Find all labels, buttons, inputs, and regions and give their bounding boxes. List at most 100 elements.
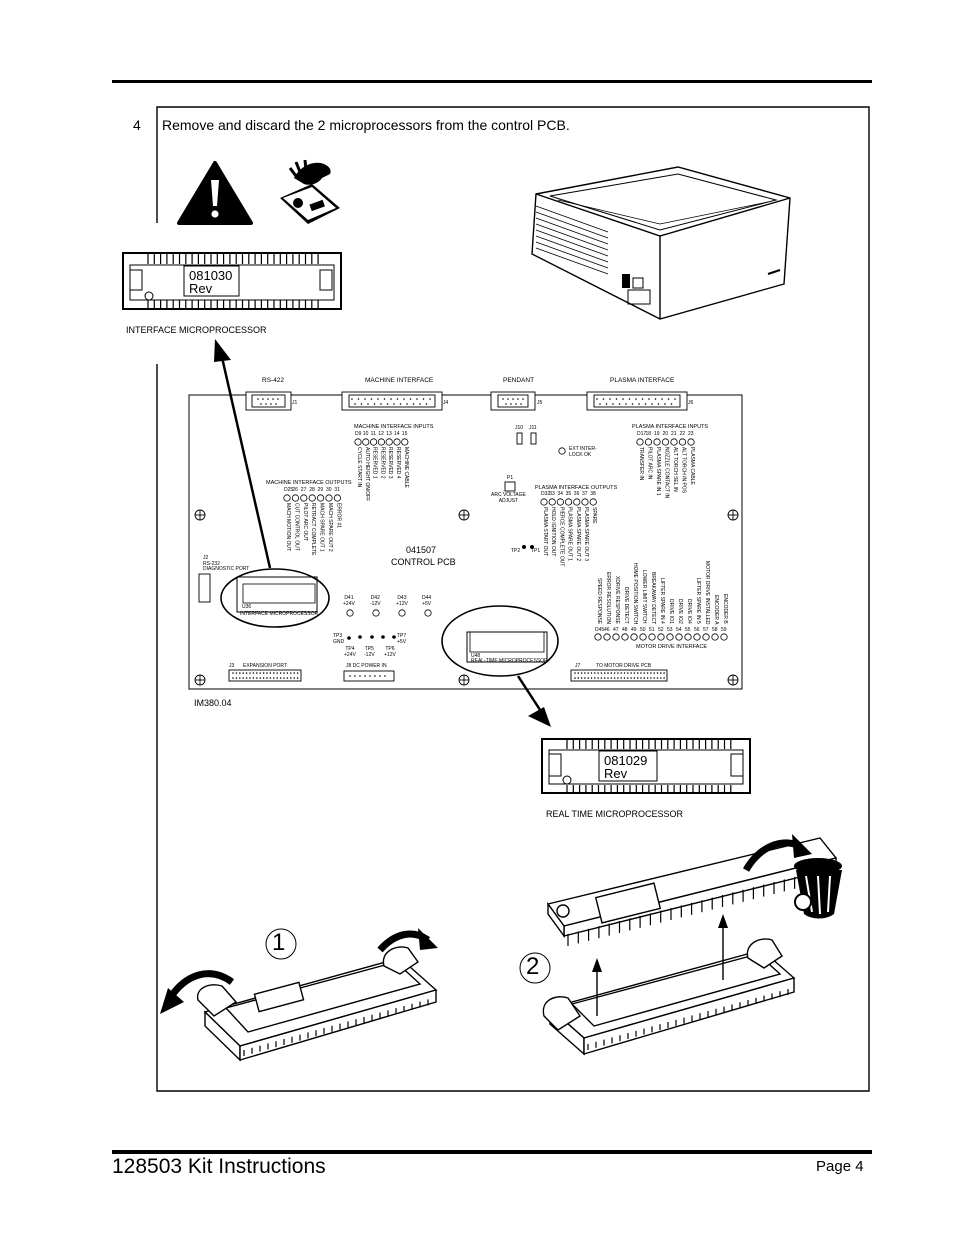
pi-input-led-label: ALT TORCH IN POS	[680, 447, 687, 494]
trash-can-icon	[794, 858, 842, 919]
motor-drive-led-number: 49	[631, 627, 637, 633]
socket-step-1	[196, 946, 438, 1062]
motor-drive-led-number: 58	[712, 627, 718, 633]
mi-input-led-label: CYCLE START IN	[356, 447, 362, 488]
mi-input-led-number: D9	[355, 431, 362, 437]
ext-interlock-led	[558, 447, 566, 455]
pi-output-led-number: 38	[590, 491, 596, 497]
mi-input-led-label: RESERVED 2	[379, 447, 386, 479]
mi-output-led-label: MACH SPARE OUT 2	[327, 503, 333, 552]
pi-input-led	[636, 438, 644, 446]
pi-output-led	[548, 498, 556, 506]
controller-enclosure	[531, 166, 791, 320]
pi-outputs-label: PLASMA INTERFACE OUTPUTS	[535, 485, 618, 491]
bottom-rule	[112, 1150, 872, 1154]
interface-chip-part: 081030	[189, 268, 233, 283]
motor-drive-led-label: ERROR RESOLUTION	[605, 572, 611, 624]
mi-output-led-number: 29	[317, 487, 324, 493]
d42-label: D42 -12V	[370, 595, 381, 607]
pi-input-led-number: D17	[637, 431, 647, 437]
mi-output-led-number: 26	[292, 487, 298, 493]
footer-title: 128503 Kit Instructions	[112, 1155, 326, 1178]
pi-output-led	[540, 498, 548, 506]
j7-label: J7	[575, 663, 581, 669]
d41-label: D41 +24V	[343, 595, 355, 607]
pi-input-led-number: 22	[679, 431, 686, 437]
mi-input-led-number: 15	[401, 431, 408, 437]
d43-label: D43 +12V	[396, 595, 408, 607]
interface-chip-caption: INTERFACE MICROPROCESSOR	[126, 325, 267, 335]
pi-input-led-number: 21	[671, 431, 677, 437]
power-led	[398, 609, 406, 617]
tp5-label: TP5 -12V	[364, 646, 375, 658]
mi-output-led-number: 27	[300, 487, 307, 493]
mi-input-led-label: MACHINE CABLE	[402, 447, 409, 488]
rs422-label: RS-422	[262, 377, 285, 384]
motor-drive-led	[702, 633, 710, 641]
motor-drive-pcb-label: TO MOTOR DRIVE PCB	[596, 663, 652, 669]
motor-drive-led	[612, 633, 620, 641]
pi-inputs-label: PLASMA INTERFACE INPUTS	[632, 424, 709, 430]
footer-page: Page 4	[816, 1158, 864, 1175]
pi-output-led-label: PLASMA SPARE OUT 2	[574, 507, 581, 562]
motor-drive-led	[711, 633, 719, 641]
machine-interface-label: MACHINE INTERFACE	[365, 377, 434, 384]
u48-name: REAL-TIME MICROPROCESSOR	[471, 658, 548, 664]
step-2-number: 2	[526, 953, 540, 980]
motor-drive-led	[720, 633, 728, 641]
mi-input-led-number: 14	[394, 431, 400, 437]
pi-output-led	[564, 498, 573, 506]
realtime-chip-caption: REAL TIME MICROPROCESSOR	[546, 809, 684, 819]
motor-drive-led-label: MOTOR DRIVE INSTALLED	[704, 560, 710, 624]
mi-input-led	[362, 438, 370, 446]
board-name: CONTROL PCB	[391, 557, 456, 567]
motor-drive-led	[675, 633, 683, 641]
pi-input-led	[678, 438, 687, 446]
j11-label: J11	[529, 425, 537, 431]
mi-output-led	[325, 494, 333, 502]
tp3-label: TP3 GND	[333, 633, 345, 645]
motor-drive-led-label: HOME POSITION SWITCH	[632, 562, 638, 624]
motor-drive-led-label: LIFTER SPARE IN 5	[695, 578, 701, 624]
motor-drive-led-label: DRIVE IO4	[686, 599, 692, 624]
interface-chip-illustration	[122, 252, 342, 310]
mi-input-led	[354, 438, 362, 446]
pi-input-led-number: 23	[688, 431, 694, 437]
pi-input-led-label: NOZZLE CONTACT IN	[663, 447, 670, 499]
tp2-label: TP2	[511, 548, 521, 554]
motor-drive-led-number: 59	[721, 627, 727, 633]
motor-drive-led-label: BREAKAWAY DETECT	[650, 571, 656, 624]
rs232-label: J2 RS-232 DIAGNOSTIC PORT	[203, 555, 250, 572]
realtime-chip-illustration	[541, 738, 751, 794]
motor-drive-led-number: 47	[613, 627, 619, 633]
mi-outputs-label: MACHINE INTERFACE OUTPUTS	[266, 480, 352, 486]
j4-label: J4	[443, 400, 449, 406]
mi-output-led-label: PILOT ARC OUT	[301, 503, 308, 541]
warning-icon	[177, 161, 253, 225]
pi-input-led	[644, 438, 653, 446]
mi-input-led	[377, 438, 385, 446]
motor-drive-led	[621, 633, 629, 641]
dc-power-label: J8 DC POWER IN	[346, 663, 387, 669]
pi-output-led-label: PLASMA SPARE OUT 1	[566, 507, 573, 562]
motor-drive-led-number: 46	[604, 627, 610, 633]
mi-output-led	[291, 494, 299, 502]
mi-inputs-label: MACHINE INTERFACE INPUTS	[354, 424, 434, 430]
pi-output-led	[573, 498, 581, 506]
motor-drive-led-label: LOWER LIMIT SWITCH	[641, 570, 647, 624]
motor-drive-interface-label: MOTOR DRIVE INTERFACE	[636, 644, 708, 650]
motor-drive-led-label: DRIVE IO2	[677, 599, 683, 624]
pi-output-led-label: PIERCE COMPLETE OUT	[558, 507, 565, 567]
mi-input-led	[393, 438, 401, 446]
mi-input-led	[401, 438, 409, 446]
motor-drive-led-label: XDRIVE RESPONSE	[614, 576, 620, 624]
mi-output-led-number: 28	[309, 487, 315, 493]
j10-label: J10	[515, 425, 524, 431]
mi-input-led-number: 12	[378, 431, 384, 437]
motor-drive-led-label: ENCODER A	[713, 594, 719, 624]
tp7-label: TP7 +5V	[397, 633, 407, 645]
motor-drive-led-number: 56	[694, 627, 700, 633]
mi-input-led-label: RESERVED 1	[371, 447, 378, 479]
mi-input-led-number: 11	[370, 431, 376, 437]
